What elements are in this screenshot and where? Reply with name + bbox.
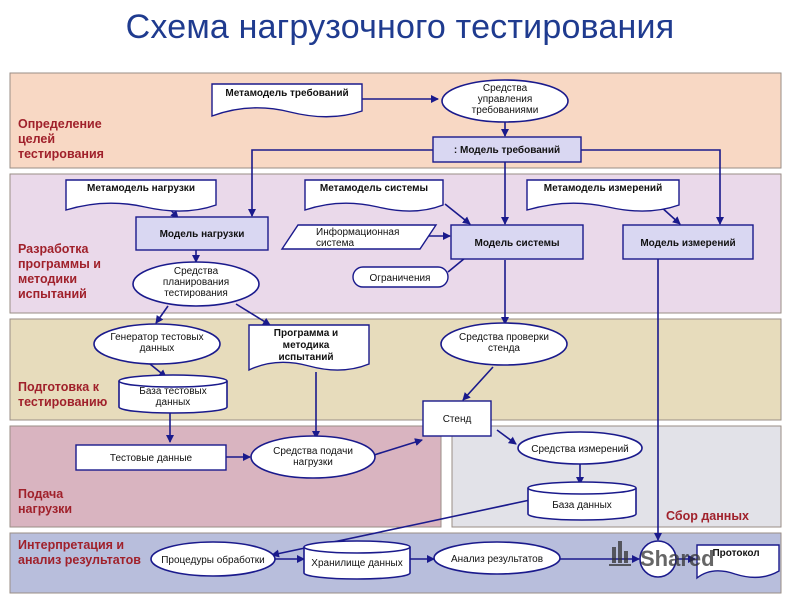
stand-node: Стенд (422, 400, 492, 437)
arrow-req-model-to-meas-model (581, 149, 724, 225)
analysis-label: Анализ результатов (451, 554, 543, 565)
arrow-planning-to-program-doc (235, 303, 271, 326)
req-model-label: : Модель требований (454, 144, 560, 156)
arrow-sys-meta-to-sys-model (444, 203, 471, 225)
arrow-stand-check-to-stand (462, 366, 494, 401)
load-model-node: Модель нагрузки (135, 216, 269, 251)
meas-model-node: Модель измерений (622, 224, 754, 260)
stand-label: Стенд (443, 414, 472, 425)
page-title: Схема нагрузочного тестирования (125, 8, 675, 46)
sys-metamodel-label: Метамодель системы (320, 183, 428, 194)
chart-watermark-icon (609, 541, 631, 566)
lane-goals (9, 72, 782, 169)
arrow-planning-to-generator (155, 305, 169, 324)
req-metamodel-doc: Метамодель требований (211, 83, 363, 118)
analysis-node: Анализ результатов (433, 541, 561, 575)
lane-load (9, 425, 442, 528)
arrow-stand-to-meas-tools (496, 429, 517, 445)
protocol-label: Протокол (712, 548, 759, 559)
meas-tools-node: Средства измерений (517, 431, 643, 465)
test-data-node: Тестовые данные (75, 444, 227, 471)
constraints-label: Ограничения (370, 273, 431, 284)
meas-metamodel-label: Метамодель измерений (544, 183, 662, 194)
req-metamodel-label: Метамодель требований (225, 87, 348, 99)
sys-metamodel-doc: Метамодель системы (304, 179, 444, 212)
storage-label: Хранилище данных (311, 558, 402, 569)
protocol-doc: Протокол (696, 544, 780, 580)
processing-node: Процедуры обработки (150, 541, 276, 577)
load-model-label: Модель нагрузки (160, 229, 245, 240)
load-metamodel-label: Метамодель нагрузки (87, 183, 195, 194)
lane-label-collect: Сбор данных (666, 509, 749, 523)
sys-model-node: Модель системы (450, 224, 584, 260)
watermark: Shared (609, 541, 715, 571)
arrow-req-model-to-load-model (248, 149, 433, 217)
load-metamodel-doc: Метамодель нагрузки (65, 179, 217, 212)
arrow-load-tools-to-stand (373, 438, 423, 456)
meas-tools-label: Средства измерений (531, 444, 629, 455)
merge-node (639, 540, 677, 578)
req-model-node: : Модель требований (432, 136, 582, 163)
storage-node: Хранилище данных (303, 540, 411, 580)
arrow-constraints-to-sys-model (447, 257, 466, 273)
sys-model-label: Модель системы (474, 238, 559, 249)
constraints-node: Ограничения (352, 266, 449, 288)
database-label: База данных (552, 500, 612, 511)
test-data-label: Тестовые данные (110, 453, 193, 464)
meas-metamodel-doc: Метамодель измерений (526, 179, 680, 212)
meas-model-label: Модель измерений (640, 238, 735, 249)
processing-label: Процедуры обработки (161, 554, 265, 566)
database-node: База данных (527, 481, 637, 521)
watermark-text: Shared (640, 546, 715, 571)
